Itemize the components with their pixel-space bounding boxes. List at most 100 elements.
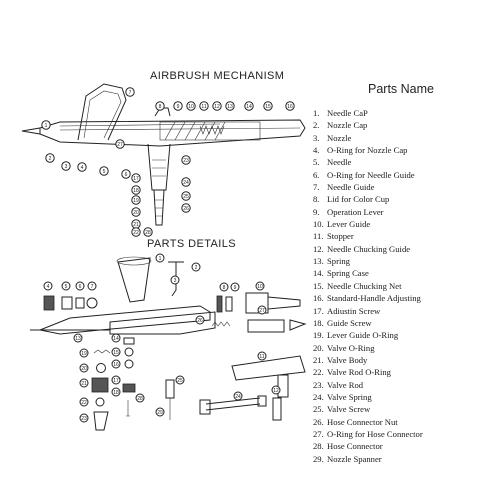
part-name: Lid for Color Cup xyxy=(327,194,390,205)
callout-number: 12 xyxy=(273,388,279,394)
part-name: Valve Body xyxy=(327,354,368,365)
parts-list-item: 22.Valve Rod O-Ring xyxy=(313,366,423,378)
details-heading: PARTS DETAILS xyxy=(147,238,236,250)
part-number: 1. xyxy=(313,108,320,118)
part-name: Needle xyxy=(327,157,352,168)
details-drawing xyxy=(30,256,307,431)
callout-number: 28 xyxy=(137,396,143,402)
part-number: 27. xyxy=(313,428,324,439)
part-name: Standard-Handle Adjusting xyxy=(327,293,421,304)
callout-number: 2 xyxy=(49,156,52,162)
parts-list-item: 28.Hose Connector xyxy=(313,440,423,452)
part-name: Needle Guide xyxy=(327,182,375,193)
part-name: Guide Screw xyxy=(327,317,372,328)
part-name: Nozzle Spanner xyxy=(327,453,382,464)
part-number: 23. xyxy=(313,379,324,390)
part-name: Hose Connector Nut xyxy=(327,416,398,427)
parts-list-item: 16.Standard-Handle Adjusting xyxy=(313,292,423,304)
part-name: Needle Chucking Net xyxy=(327,280,402,291)
part-number: 5. xyxy=(313,157,320,168)
callout-number: 8 xyxy=(223,285,226,291)
part-name: Adiustin Screw xyxy=(327,305,381,316)
parts-list-item: 17.Adiustin Screw xyxy=(313,305,423,317)
callout-number: 9 xyxy=(177,104,180,110)
callout-number: 9 xyxy=(234,285,237,291)
parts-list-item: 8.Lid for Color Cup xyxy=(313,193,423,205)
part-number: 15. xyxy=(313,280,324,291)
part-name: Lever Guide O-Ring xyxy=(327,330,399,341)
callout-number: 22 xyxy=(81,400,87,406)
callout-number: 20 xyxy=(133,210,139,216)
callout-number: 18 xyxy=(133,188,139,194)
callout-number: 3 xyxy=(174,278,177,284)
callout-number: 27 xyxy=(259,308,265,314)
parts-list-item: 13.Spring xyxy=(313,255,423,267)
parts-list-item: 20.Valve O-Ring xyxy=(313,342,423,354)
callout-number: 26 xyxy=(197,318,203,324)
callout-number: 19 xyxy=(81,351,87,357)
parts-list-item: 18.Guide Screw xyxy=(313,317,423,329)
callout-number: 19 xyxy=(133,198,139,204)
callout-number: 1 xyxy=(159,256,162,262)
part-number: 7. xyxy=(313,182,320,193)
parts-list-item: 19.Lever Guide O-Ring xyxy=(313,329,423,341)
parts-list-item: 5. Needle xyxy=(313,156,423,168)
parts-list-item: 15.Needle Chucking Net xyxy=(313,280,423,292)
callout-number: 10 xyxy=(257,284,263,290)
callout-number: 28 xyxy=(145,230,151,236)
mech-body xyxy=(39,119,306,147)
callout-number: 12 xyxy=(214,104,220,110)
details-callouts xyxy=(43,253,281,423)
part-name: Valve Rod xyxy=(327,379,364,390)
part-number: 16. xyxy=(313,293,324,304)
part-number: 12. xyxy=(313,243,324,254)
callout-number: 6 xyxy=(125,172,128,178)
part-name: Valve Spring xyxy=(327,391,372,402)
callout-number: 17 xyxy=(113,378,119,384)
part-number: 29. xyxy=(313,453,324,464)
parts-list-item: 2. Nozzle Cap xyxy=(313,119,423,131)
part-number: 25. xyxy=(313,404,324,415)
part-number: 13. xyxy=(313,256,324,267)
part-number: 22. xyxy=(313,367,324,378)
parts-list-item: 23.Valve Rod xyxy=(313,379,423,391)
parts-list-item: 25.Valve Screw xyxy=(313,403,423,415)
callout-number: 8 xyxy=(159,104,162,110)
part-number: 28. xyxy=(313,441,324,452)
parts-list-item: 24.Valve Spring xyxy=(313,391,423,403)
parts-list-item: 29.Nozzle Spanner xyxy=(313,453,423,465)
callout-number: 4 xyxy=(81,165,84,171)
mech-color-cup xyxy=(77,83,127,141)
callout-number: 2 xyxy=(195,265,198,271)
part-name: Hose Connector xyxy=(327,441,383,452)
detail-cup xyxy=(117,257,151,303)
parts-list-item: 9. Operation Lever xyxy=(313,206,423,218)
part-number: 24. xyxy=(313,391,324,402)
parts-list-item: 3.Nozzle xyxy=(313,132,423,144)
callout-number: 14 xyxy=(246,104,252,110)
callout-number: 16 xyxy=(113,362,119,368)
part-number: 4. xyxy=(313,145,320,156)
part-number: 6. xyxy=(313,169,320,180)
part-name: Operation Lever xyxy=(327,206,384,217)
part-number: 2. xyxy=(313,120,320,131)
part-number: 3. xyxy=(313,132,320,143)
part-number: 10. xyxy=(313,219,324,230)
part-number: 9. xyxy=(313,206,320,217)
detail-spanner xyxy=(199,395,267,415)
callout-number: 24 xyxy=(183,180,189,186)
callout-number: 15 xyxy=(265,104,271,110)
callout-number: 11 xyxy=(259,354,264,360)
part-name: O-Ring for Nozzle Cap xyxy=(327,145,408,156)
part-number: 17. xyxy=(313,305,324,316)
callout-number: 13 xyxy=(227,104,233,110)
callout-number: 22 xyxy=(133,230,139,236)
part-name: O-Ring for Hose Connector xyxy=(327,428,423,439)
part-name: Nozzle Cap xyxy=(327,120,368,131)
parts-list-item: 27.O-Ring for Hose Connector xyxy=(313,428,423,440)
callout-number: 13 xyxy=(75,336,81,342)
detail-hose-connector xyxy=(93,411,109,431)
